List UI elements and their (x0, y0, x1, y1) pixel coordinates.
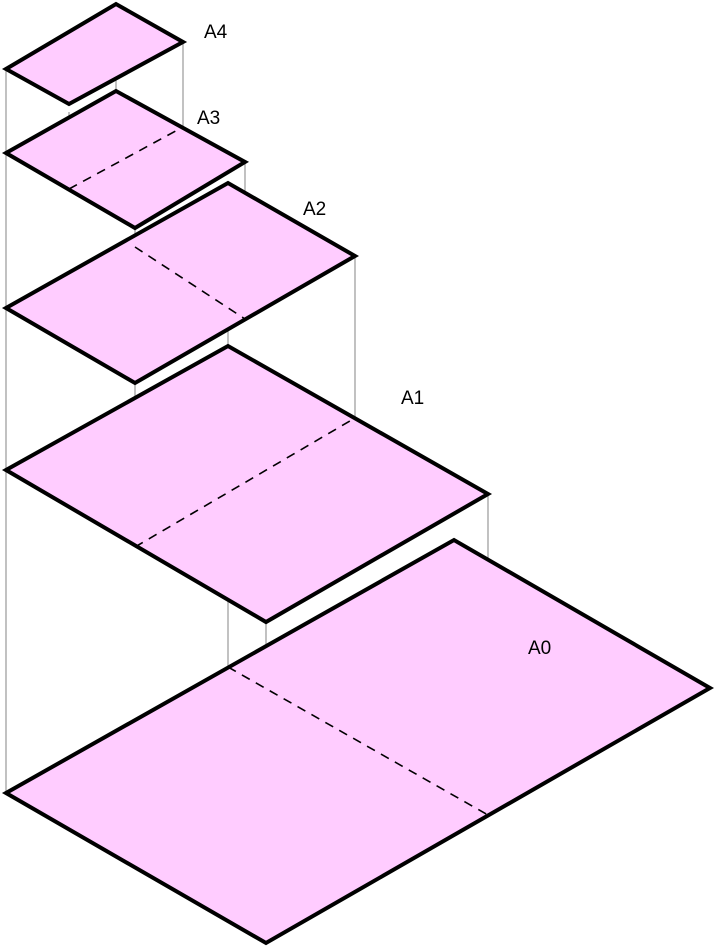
fold-line-a3 (68, 126, 184, 190)
sheet-label-a4: A4 (204, 22, 228, 43)
sheet-a0: A0 (1, 537, 714, 946)
sheet-a2: A2 (1, 180, 360, 386)
sheet-a1: A1 (1, 343, 493, 625)
sheet-a1-shape (1, 343, 493, 625)
sheet-label-a2: A2 (303, 199, 326, 220)
fold-line-a2 (134, 246, 246, 320)
sheet-label-a0: A0 (528, 638, 551, 659)
fold-line-a0 (227, 666, 489, 816)
sheet-label-a1: A1 (401, 388, 424, 409)
sheet-a2-shape (1, 180, 360, 386)
sheet-label-a3: A3 (197, 108, 220, 129)
sheet-a4-shape (1, 1, 188, 107)
sheet-a4: A4 (1, 1, 228, 107)
sheet-a3-shape (1, 88, 250, 231)
sheet-a3: A3 (1, 88, 250, 231)
fold-line-a1 (134, 417, 356, 548)
